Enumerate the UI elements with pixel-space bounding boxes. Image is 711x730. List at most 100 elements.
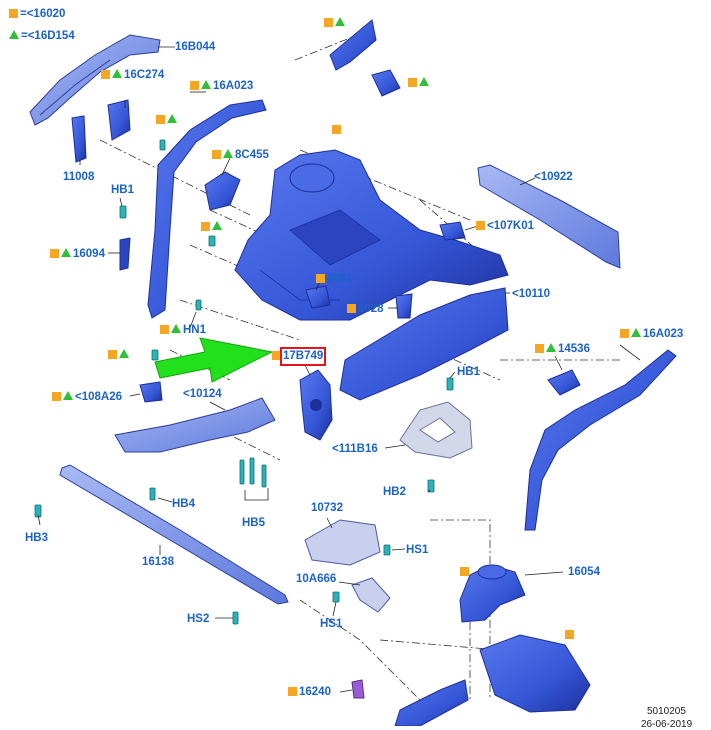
label-10A666: 10A666 <box>296 573 336 586</box>
part-wheelhouse <box>394 634 591 726</box>
label-text: HB5 <box>242 517 266 529</box>
label-17B749-highlighted[interactable]: 17B749 <box>279 347 327 366</box>
part-6028 <box>395 293 413 319</box>
label-text: HB3 <box>25 532 49 544</box>
triangle-marker-icon <box>212 221 222 230</box>
triangle-marker-icon <box>631 328 641 337</box>
leader-lines <box>37 46 641 693</box>
part-16B044 <box>29 34 161 126</box>
marker-17B749 <box>272 350 283 363</box>
label-text: 16A023 <box>643 328 684 340</box>
label-10110: <10110 <box>512 288 550 301</box>
triangle-marker-icon <box>119 349 129 358</box>
label-text: 11008 <box>63 171 95 183</box>
label-text: 16240 <box>299 686 331 698</box>
square-marker-icon <box>324 18 333 27</box>
label-text: 16094 <box>73 248 105 260</box>
label-text: 14536 <box>558 343 590 355</box>
part-16138 <box>59 464 289 605</box>
label-HB2: HB2 <box>383 486 406 499</box>
label-text: 6061 <box>327 273 353 285</box>
label-text: <111B16 <box>332 443 378 455</box>
square-marker-icon <box>347 304 356 313</box>
label-HB1-top: HB1 <box>111 184 134 197</box>
label-14536: 14536 <box>535 343 590 356</box>
triangle-marker-icon <box>63 391 73 400</box>
square-marker-icon <box>620 329 629 338</box>
label-text: 16B044 <box>175 41 216 53</box>
label-16138: 16138 <box>142 556 174 569</box>
part-10922 <box>477 164 621 269</box>
label-16A023-top: 16A023 <box>190 80 253 93</box>
markers-top-pillar <box>324 17 347 30</box>
label-text: HS1 <box>406 544 429 556</box>
label-111B16: <111B16 <box>332 443 378 456</box>
label-HS1-b: HS1 <box>320 618 342 631</box>
label-16094: 16094 <box>50 248 105 261</box>
label-text: <108A26 <box>75 391 122 403</box>
label-16240: 16240 <box>288 686 331 699</box>
label-text: <10124 <box>183 388 222 400</box>
label-6028: 6028 <box>347 303 384 316</box>
highlight-arrow <box>154 337 274 383</box>
part-6061 <box>305 285 331 309</box>
label-6061: 6061 <box>316 273 353 286</box>
square-marker-icon <box>316 274 325 283</box>
label-10732: 10732 <box>311 502 343 515</box>
label-10124: <10124 <box>183 388 222 401</box>
label-8C455: 8C455 <box>212 149 269 162</box>
triangle-marker-icon <box>546 343 556 352</box>
square-marker-icon <box>9 9 18 18</box>
label-107K01: <107K01 <box>476 220 534 233</box>
square-marker-icon <box>332 125 341 134</box>
legend-triangle: =<16D154 <box>9 30 75 43</box>
markers-top-bracket <box>408 77 431 90</box>
label-text: HN1 <box>183 324 207 336</box>
label-10922: <10922 <box>534 171 573 184</box>
markers-fastener-low <box>108 349 131 362</box>
square-marker-icon <box>535 344 544 353</box>
part-11008 <box>71 115 87 163</box>
markers-fastener-mid <box>201 221 224 234</box>
reference-date: 26-06-2019 <box>641 719 693 730</box>
part-16A023-left <box>147 99 267 319</box>
label-HS1-a: HS1 <box>406 544 428 557</box>
label-HN1: HN1 <box>160 324 206 337</box>
square-marker-icon <box>160 325 169 334</box>
label-108A26: <108A26 <box>52 391 122 404</box>
label-text: HB2 <box>383 486 407 498</box>
label-text: 16138 <box>142 556 174 568</box>
triangle-marker-icon <box>419 77 429 86</box>
part-16094 <box>119 237 131 271</box>
triangle-marker-icon <box>335 17 345 26</box>
part-108A26 <box>139 381 163 403</box>
label-text: HS1 <box>320 618 343 630</box>
label-text: HB1 <box>457 366 481 378</box>
part-8C455 <box>204 171 241 211</box>
markers-rail-fastener <box>156 114 179 127</box>
label-HB3: HB3 <box>25 532 48 545</box>
square-marker-icon <box>101 70 110 79</box>
marker-strut-tower <box>332 124 343 137</box>
label-text: 8C455 <box>235 149 269 161</box>
part-10A666 <box>351 577 391 613</box>
triangle-marker-icon <box>167 114 177 123</box>
label-text: 10A666 <box>296 573 337 585</box>
label-text: 6028 <box>358 303 384 315</box>
part-14536 <box>547 369 581 396</box>
triangle-marker-icon <box>9 30 19 39</box>
square-marker-icon <box>52 392 61 401</box>
square-marker-icon <box>201 222 210 231</box>
label-text: 10732 <box>311 502 343 514</box>
part-16A023-right <box>524 349 677 531</box>
fasteners <box>34 139 454 625</box>
square-marker-icon <box>50 249 59 258</box>
label-HB4: HB4 <box>172 498 195 511</box>
legend-triangle-text: =<16D154 <box>21 30 75 42</box>
label-16A023-right: 16A023 <box>620 328 683 341</box>
square-marker-icon <box>460 567 469 576</box>
square-marker-icon <box>288 687 297 696</box>
part-16240 <box>351 679 365 699</box>
